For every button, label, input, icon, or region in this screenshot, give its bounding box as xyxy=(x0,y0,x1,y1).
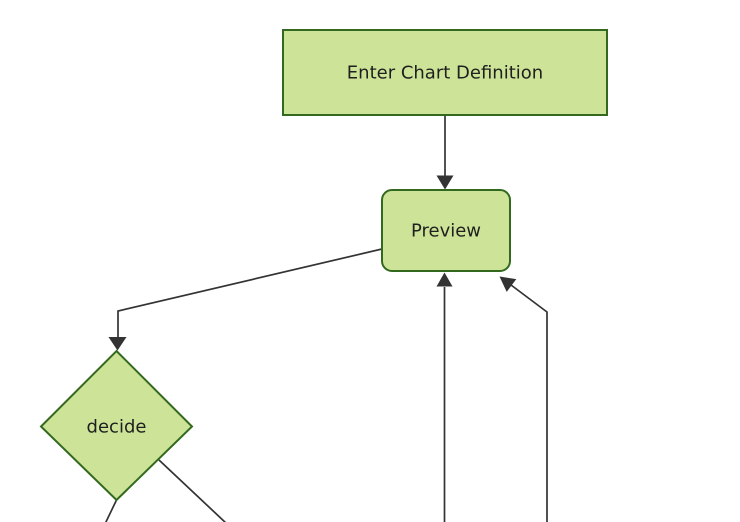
preview-label: Preview xyxy=(411,221,481,242)
edge-return-to-preview-corner xyxy=(508,282,548,522)
node-preview: Preview xyxy=(381,189,511,272)
node-decide: decide xyxy=(39,349,194,502)
decide-diamond xyxy=(39,349,194,502)
node-enter-chart-definition: Enter Chart Definition xyxy=(282,29,608,116)
arrowhead-enter-to-preview xyxy=(436,175,454,190)
arrowhead-preview-to-decide xyxy=(108,337,127,351)
decide-label: decide xyxy=(87,417,147,438)
edge-decide-branch-right xyxy=(158,459,227,522)
arrowhead-return-to-preview-bottom xyxy=(436,272,453,287)
edge-layer xyxy=(105,115,548,522)
edge-preview-to-decide xyxy=(117,248,383,339)
preview-box xyxy=(381,189,511,272)
edge-decide-branch-left xyxy=(105,499,118,522)
enter-chart-definition-box xyxy=(282,29,608,116)
arrowhead-return-to-preview-corner xyxy=(499,276,517,292)
enter-chart-definition-label: Enter Chart Definition xyxy=(347,63,543,84)
